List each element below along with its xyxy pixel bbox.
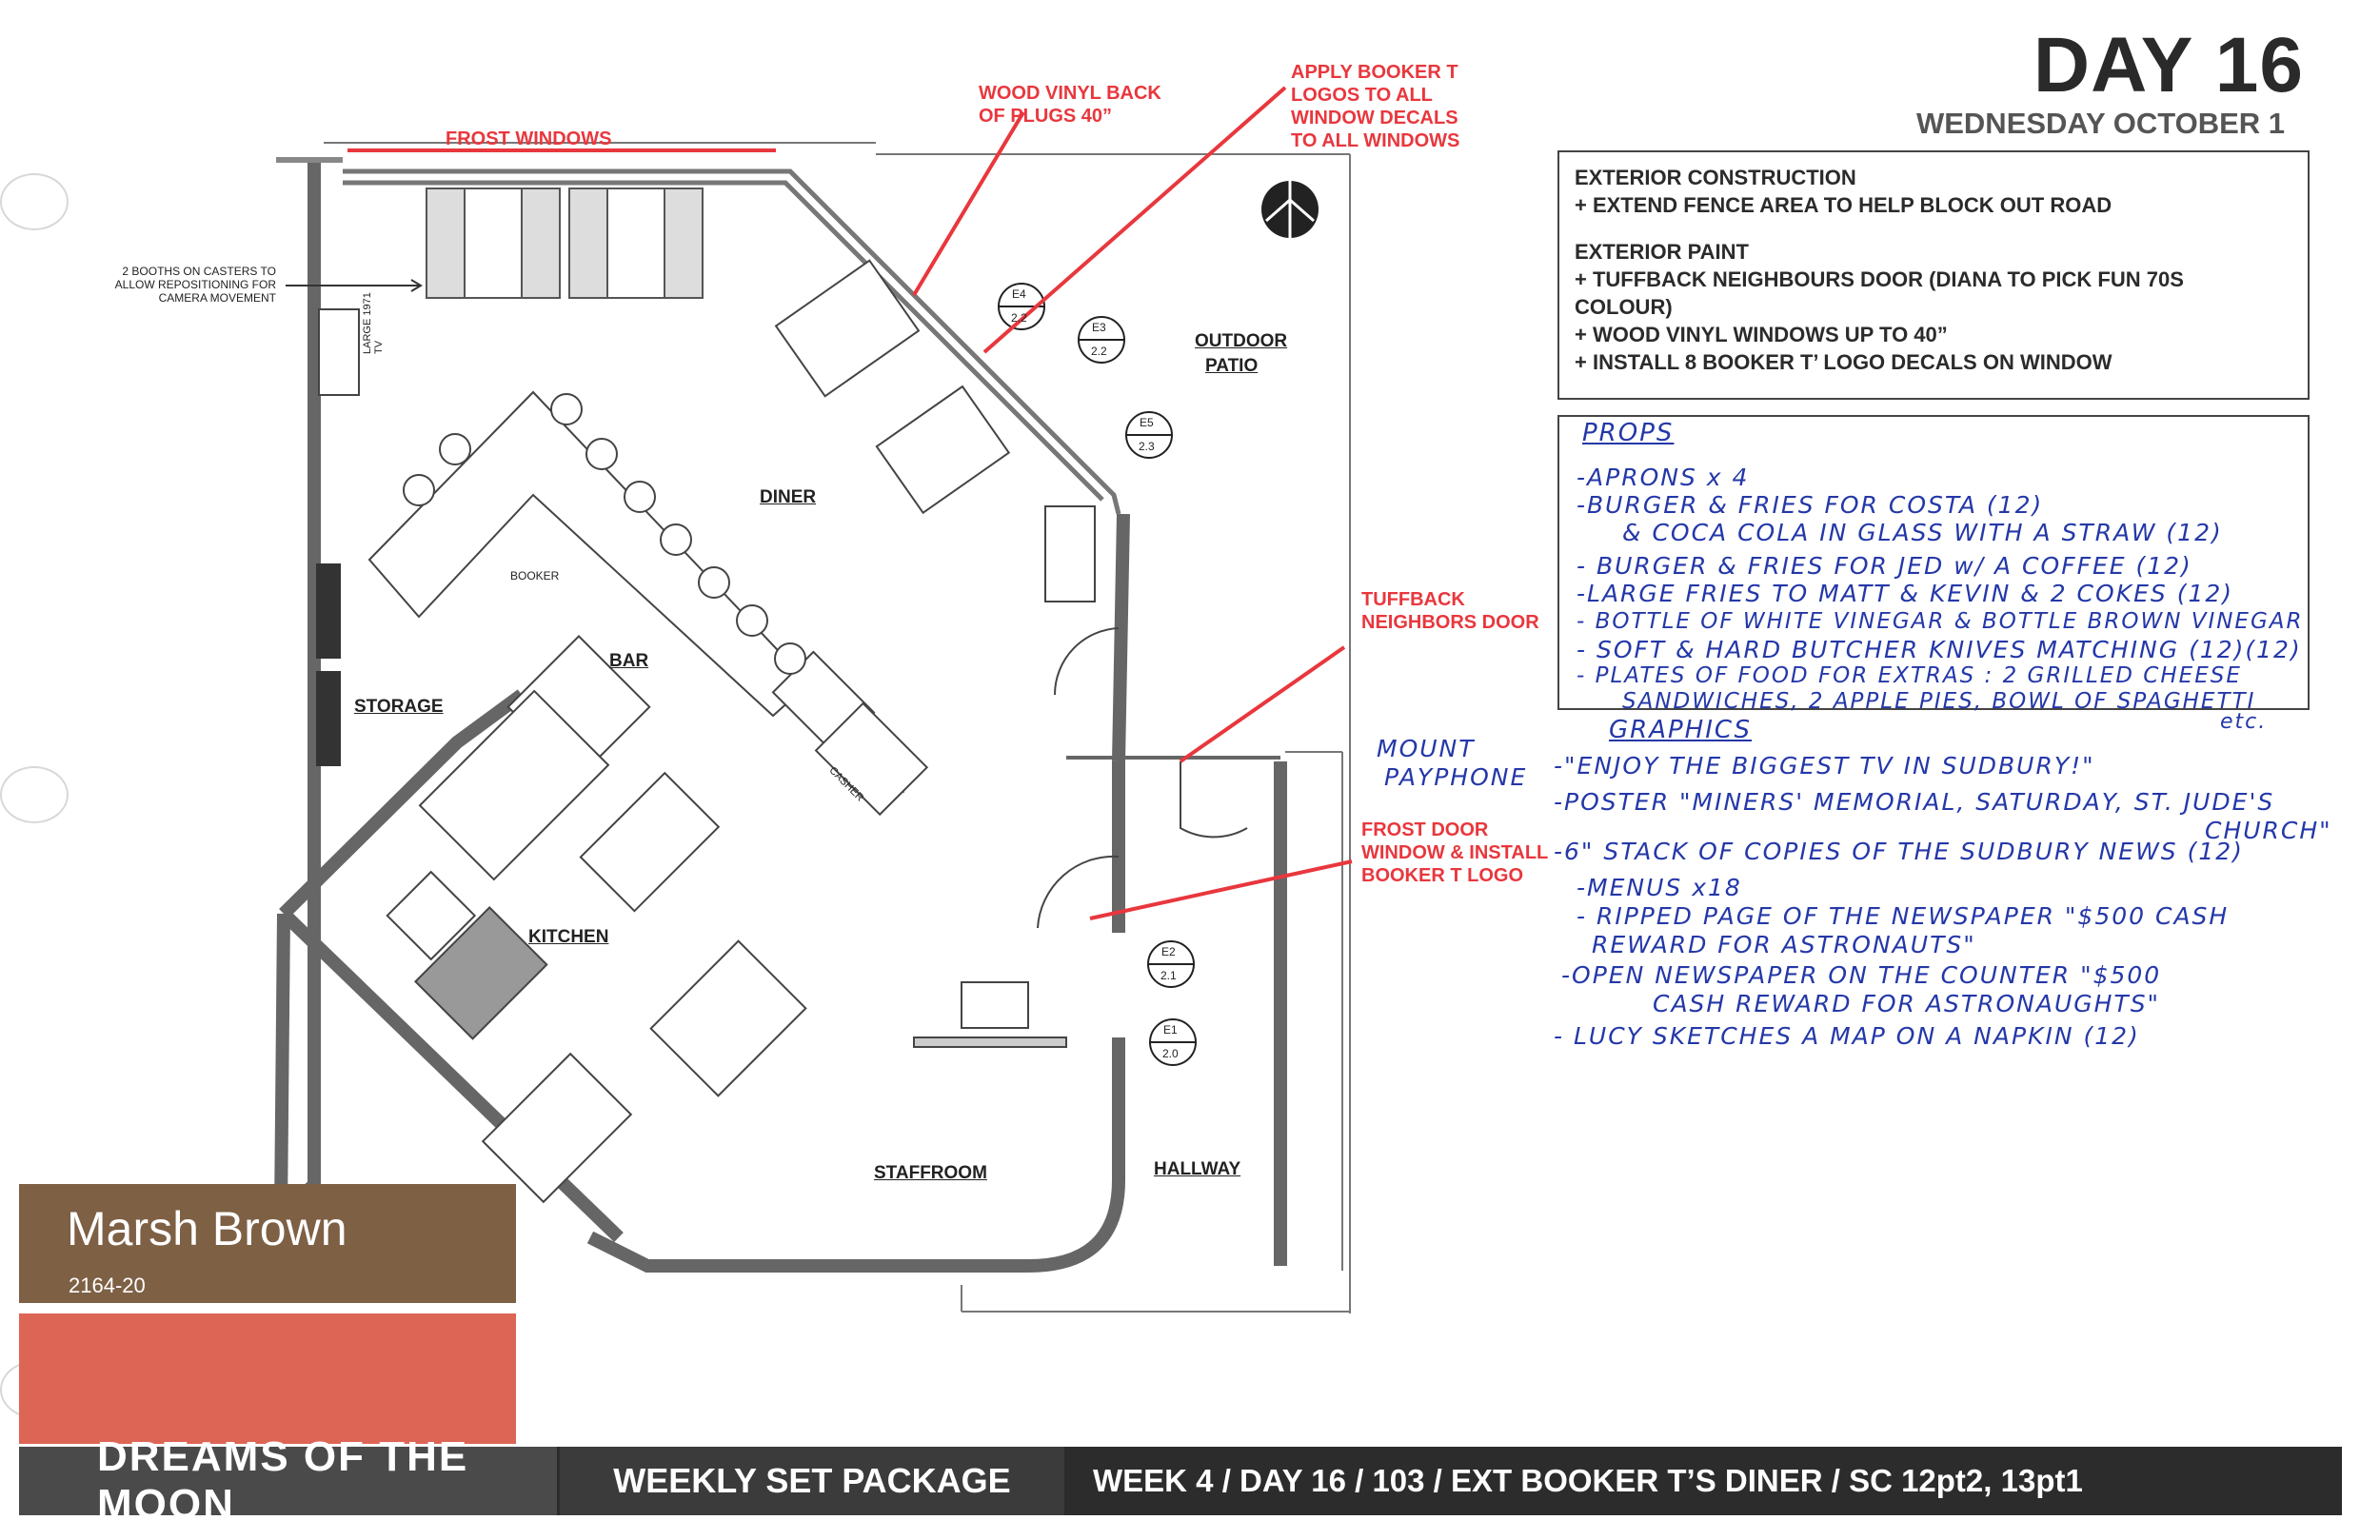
graphics-item: - LUCY SKETCHES A MAP ON A NAPKIN (12) [1554, 1022, 2140, 1050]
mount-payphone-note: PAYPHONE [1384, 763, 1528, 791]
room-label-diner: DINER [760, 487, 817, 507]
graphics-item: -"ENJOY THE BIGGEST TV IN SUDBURY!" [1554, 752, 2095, 780]
props-item: - SOFT & HARD BUTCHER KNIVES MATCHING (1… [1577, 636, 2302, 663]
booths [426, 188, 704, 299]
show-title: DREAMS OF THE MOON [19, 1433, 557, 1528]
graphics-item: REWARD FOR ASTRONAUTS" [1592, 931, 1976, 958]
room-label-outdoor: OUTDOOR [1195, 331, 1288, 351]
graphics-title: GRAPHICS [1609, 716, 1753, 744]
room-label-kitchen: KITCHEN [528, 927, 609, 947]
props-item: - BOTTLE OF WHITE VINEGAR & BOTTLE BROWN… [1577, 609, 2304, 634]
marker-num: 2.2 [1091, 345, 1107, 358]
marker-id: E1 [1163, 1023, 1178, 1037]
room-label-hallway: HALLWAY [1154, 1159, 1241, 1179]
marker-num: 2.0 [1162, 1047, 1179, 1060]
props-item: -BURGER & FRIES FOR COSTA (12) [1577, 491, 2044, 519]
paint-item: + WOOD VINYL WINDOWS UP TO 40” [1575, 323, 1948, 346]
graphics-item: -POSTER "MINERS' MEMORIAL, SATURDAY, ST.… [1554, 788, 2275, 816]
marker-num: 2.2 [1011, 311, 1027, 325]
construction-item: + EXTEND FENCE AREA TO HELP BLOCK OUT RO… [1575, 193, 2112, 217]
day-title: DAY 16 [2033, 22, 2304, 109]
binder-hole [0, 173, 69, 230]
room-label-bar: BAR [609, 651, 649, 671]
props-notes-box [1557, 415, 2310, 710]
paint-item: + INSTALL 8 BOOKER T’ LOGO DECALS ON WIN… [1575, 350, 2112, 374]
paint-item: + TUFFBACK NEIGHBOURS DOOR (DIANA TO PIC… [1575, 267, 2184, 291]
construction-title: EXTERIOR CONSTRUCTION [1575, 166, 1856, 189]
graphics-item: CHURCH" [2205, 817, 2332, 844]
booker-label: BOOKER [510, 569, 560, 582]
props-item: SANDWICHES, 2 APPLE PIES, BOWL OF SPAGHE… [1622, 689, 2256, 714]
storage-rack [316, 563, 341, 766]
mount-payphone-note: MOUNT [1377, 735, 1476, 762]
props-item: - PLATES OF FOOD FOR EXTRAS : 2 GRILLED … [1577, 663, 2242, 688]
callout-lines [347, 86, 1353, 920]
props-item: & COCA COLA IN GLASS WITH A STRAW (12) [1622, 519, 2223, 546]
props-item: - BURGER & FRIES FOR JED w/ A COFFEE (12… [1577, 552, 2192, 580]
staffroom-table [913, 981, 1067, 1048]
marker-num: 2.3 [1139, 440, 1155, 453]
graphics-item: - RIPPED PAGE OF THE NEWSPAPER "$500 CAS… [1577, 902, 2230, 930]
week-info: WEEK 4 / DAY 16 / 103 / EXT BOOKER T’S D… [1093, 1463, 2083, 1498]
callout-frost-windows: FROST WINDOWS [446, 128, 612, 149]
binder-hole [0, 766, 69, 823]
tv-fixture [318, 308, 360, 396]
north-arrow-mark [1265, 181, 1315, 238]
package-title: WEEKLY SET PACKAGE [560, 1447, 1064, 1515]
marker-id: E4 [1012, 287, 1026, 301]
brand-color-block [19, 1313, 516, 1444]
day-date: WEDNESDAY OCTOBER 1 [1915, 107, 2285, 140]
room-label-staffroom: STAFFROOM [874, 1163, 987, 1183]
designer-name: Marsh Brown [67, 1202, 347, 1255]
bar-counter [367, 390, 929, 817]
props-item: -APRONS x 4 [1577, 464, 1750, 491]
room-label-storage: STORAGE [354, 697, 444, 717]
doors [1037, 627, 1280, 929]
marker-num: 2.1 [1160, 969, 1177, 982]
property-line [876, 153, 1351, 1313]
dining-tables [774, 259, 1096, 602]
graphics-item: -OPEN NEWSPAPER ON THE COUNTER "$500 [1561, 961, 2162, 989]
props-item: etc. [2220, 710, 2268, 734]
booths-arrow [286, 279, 423, 292]
marker-id: E2 [1161, 945, 1176, 958]
window-frame [324, 142, 1121, 515]
kitchen-fixtures [386, 635, 807, 1204]
graphics-item: -MENUS x18 [1577, 874, 1742, 901]
designer-code: 2164-20 [69, 1273, 146, 1297]
paint-title: EXTERIOR PAINT [1575, 240, 1749, 264]
props-item: -LARGE FRIES TO MATT & KEVIN & 2 COKES (… [1577, 580, 2234, 607]
camera-markers [998, 283, 1197, 1066]
brand-block [19, 1184, 516, 1303]
props-title: PROPS [1582, 419, 1675, 447]
paint-item: COLOUR) [1575, 295, 1673, 319]
exterior-notes-box: EXTERIOR CONSTRUCTION + EXTEND FENCE ARE… [1557, 150, 2310, 400]
bar-stools [403, 393, 806, 675]
marker-id: E5 [1140, 416, 1154, 429]
graphics-item: CASH REWARD FOR ASTRONAUGHTS" [1653, 990, 2161, 1017]
marker-id: E3 [1092, 321, 1106, 334]
room-label-patio: PATIO [1205, 356, 1259, 376]
graphics-item: -6" STACK OF COPIES OF THE SUDBURY NEWS … [1554, 838, 2244, 865]
footer-bar: DREAMS OF THE MOON WEEKLY SET PACKAGE WE… [19, 1433, 2342, 1528]
